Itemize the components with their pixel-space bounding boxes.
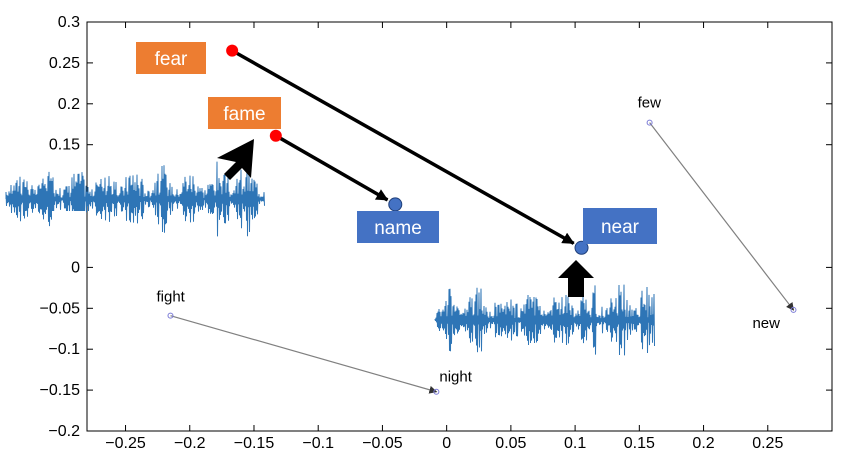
x-tick-label: 0.05 (495, 435, 526, 452)
word-tag-box (583, 208, 657, 244)
y-tick-label: −0.15 (40, 382, 81, 399)
tick-marks (87, 21, 832, 432)
y-axis-tick-labels: 0.3 0.25 0.2 0.15 0 −0.05 −0.1 −0.15 −0.2 (40, 14, 81, 440)
y-tick-label: 0.15 (49, 137, 80, 154)
highlight-arrow-line (231, 49, 575, 245)
x-tick-label: 0 (442, 435, 451, 452)
target-point (388, 197, 403, 212)
thin-point-marker (433, 388, 440, 395)
x-tick-label: −0.2 (174, 435, 206, 452)
y-tick-label: −0.2 (48, 423, 80, 440)
x-tick-label: 0.1 (564, 435, 586, 452)
waveform-trace (5, 161, 265, 237)
highlight-arrow-line (274, 134, 389, 202)
word-tags-layer: fear fame name near (136, 42, 657, 244)
x-tick-label: 0.25 (752, 435, 783, 452)
y-tick-label: 0 (71, 259, 80, 276)
y-tick-label: −0.1 (48, 341, 80, 358)
block-arrow-diagonal-icon (217, 139, 254, 180)
x-tick-label: −0.1 (302, 435, 334, 452)
waveform-right-image (434, 284, 655, 356)
thin-arrow-line (170, 315, 438, 394)
target-point (574, 240, 589, 255)
waveform-trace (434, 284, 655, 356)
word-label: new (752, 315, 780, 332)
x-tick-label: −0.15 (234, 435, 275, 452)
word-tag-label: fear (155, 49, 188, 70)
waveform-cover-patch (52, 211, 86, 233)
thin-point-marker (646, 119, 653, 126)
thin-arrow-line (649, 122, 795, 311)
y-tick-label: 0.25 (49, 55, 80, 72)
y-tick-label: 0.2 (58, 96, 80, 113)
word-tag-box (136, 42, 206, 74)
x-tick-label: −0.25 (105, 435, 146, 452)
y-tick-label: −0.05 (40, 300, 81, 317)
word-label: night (439, 369, 472, 386)
highlight-arrows-layer (226, 44, 589, 255)
source-point (226, 44, 239, 57)
y-tick-label: 0.3 (58, 14, 80, 31)
word-tag-label: near (601, 217, 640, 238)
word-tag-label: fame (223, 104, 265, 125)
x-tick-label: 0.15 (624, 435, 655, 452)
thin-point-marker (790, 306, 797, 313)
block-arrow-up-icon (558, 260, 594, 297)
waveform-left-image (5, 161, 265, 237)
word-label: fight (156, 289, 185, 306)
x-axis-tick-labels: −0.25 −0.2 −0.15 −0.1 −0.05 0 0.05 0.1 0.15 0.2 0.… (105, 435, 783, 452)
thin-arrows-layer: few new fight night (156, 95, 797, 395)
word-tag-box (357, 211, 439, 243)
plot-area (86, 21, 833, 432)
word-tag-label: name (374, 218, 422, 239)
source-point (269, 129, 282, 142)
word-label: few (638, 95, 662, 112)
word-tag-box (208, 97, 281, 129)
x-tick-label: 0.2 (692, 435, 714, 452)
x-tick-label: −0.05 (362, 435, 403, 452)
thin-point-marker (167, 312, 174, 319)
